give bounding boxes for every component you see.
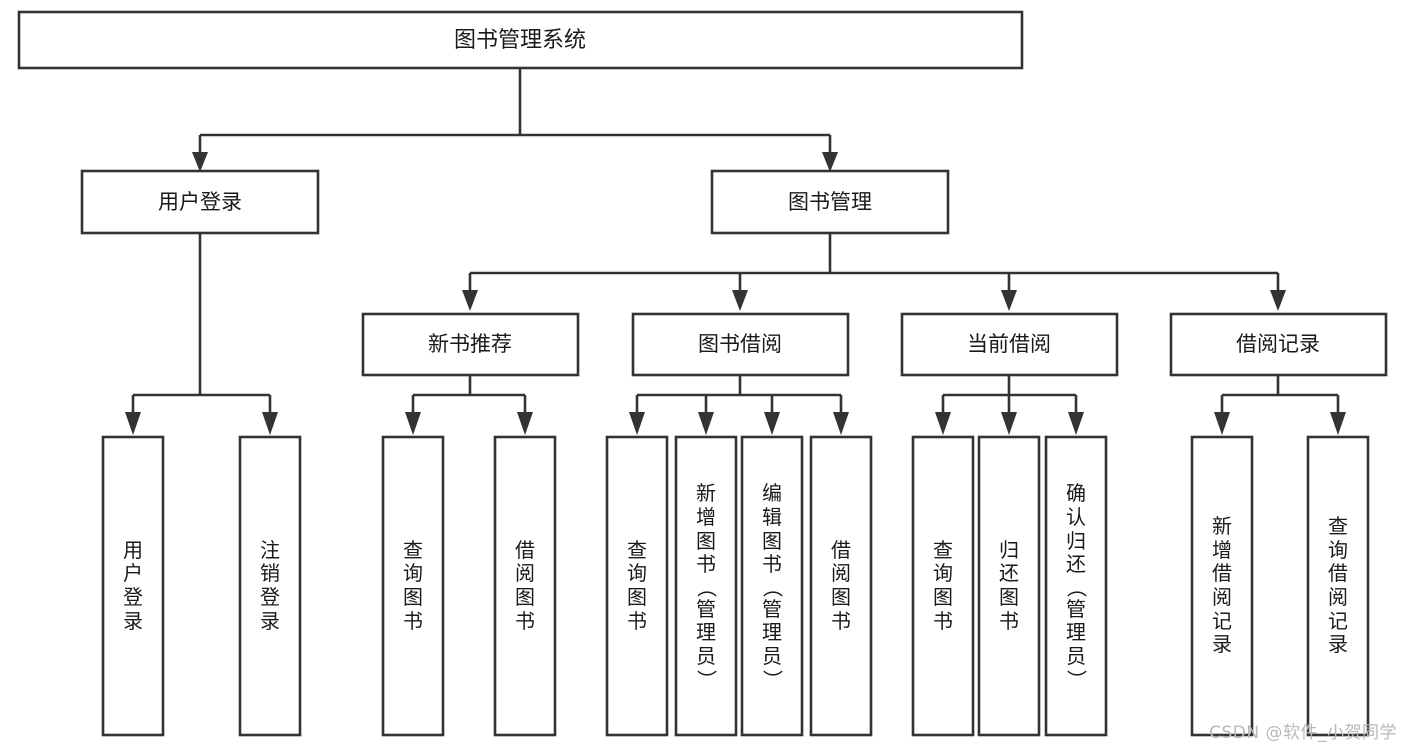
arrow-to-new-book (462, 290, 478, 311)
node-borrow-record-label: 借阅记录 (1236, 332, 1320, 356)
arrow-to-book-manage (822, 152, 838, 172)
node-user-login-label: 用户登录 (158, 190, 242, 214)
connector-root-trunk (198, 68, 832, 155)
node-new-book-recommend-label: 新书推荐 (428, 332, 512, 356)
arrow-to-leaf-query-record (1330, 412, 1346, 435)
leaf-box-edit-book[interactable] (740, 435, 804, 737)
watermark-text: CSDN @软件_小贺同学 (1209, 723, 1397, 743)
connector-borrowrecord-branch (1220, 375, 1340, 415)
leaf-box-query-book-b[interactable] (605, 435, 669, 737)
arrow-to-leaf-add-record (1214, 412, 1230, 435)
connector-bookmanage-branch (468, 234, 1280, 293)
arrow-to-leaf-add-book (698, 412, 714, 435)
connector-currentborrow-branch (941, 375, 1078, 415)
node-book-borrow[interactable]: 图书借阅 (631, 312, 850, 377)
node-user-login[interactable]: 用户登录 (80, 169, 320, 235)
leaf-box-add-record[interactable] (1190, 435, 1254, 737)
leaf-box-return-book[interactable] (977, 435, 1041, 737)
leaf-box-query-book-c[interactable] (911, 435, 975, 737)
leaf-box-query-book-a[interactable] (381, 435, 445, 737)
arrow-to-leaf-query-book-b (629, 412, 645, 435)
node-book-manage-label: 图书管理 (788, 190, 872, 214)
leaf-box-logout[interactable] (238, 435, 302, 737)
leaf-box-query-record[interactable] (1306, 435, 1370, 737)
node-borrow-record[interactable]: 借阅记录 (1169, 312, 1388, 377)
node-book-manage[interactable]: 图书管理 (710, 169, 950, 235)
connector-bookborrow-branch (635, 375, 843, 415)
node-root-label: 图书管理系统 (454, 28, 586, 53)
arrow-to-book-borrow (732, 290, 748, 311)
leaf-box-add-book[interactable] (674, 435, 738, 737)
leaf-box-borrow-book-b[interactable] (809, 435, 873, 737)
arrow-to-leaf-borrow-book-b (833, 412, 849, 435)
arrow-to-leaf-edit-book (764, 412, 780, 435)
arrow-to-current-borrow (1001, 290, 1017, 311)
arrow-to-leaf-borrow-book-a (517, 412, 533, 435)
node-root-system[interactable]: 图书管理系统 (17, 10, 1024, 70)
arrow-to-leaf-query-book-a (405, 412, 421, 435)
leaf-box-borrow-book-a[interactable] (493, 435, 557, 737)
node-current-borrow[interactable]: 当前借阅 (900, 312, 1119, 377)
node-book-borrow-label: 图书借阅 (698, 332, 782, 356)
node-current-borrow-label: 当前借阅 (967, 332, 1051, 356)
connector-userlogin-branch (131, 234, 272, 415)
arrow-to-leaf-user-login (125, 412, 141, 435)
connector-newbook-branch (411, 375, 527, 415)
arrow-to-leaf-query-book-c (935, 412, 951, 435)
arrow-to-leaf-return-book (1001, 412, 1017, 435)
arrow-to-user-login (192, 152, 208, 172)
leaf-box-confirm-return[interactable] (1044, 435, 1108, 737)
arrow-to-leaf-confirm-return (1068, 412, 1084, 435)
arrow-to-leaf-logout (262, 412, 278, 435)
leaf-box-user-login[interactable] (101, 435, 165, 737)
arrow-to-borrow-record (1270, 290, 1286, 311)
node-new-book-recommend[interactable]: 新书推荐 (361, 312, 580, 377)
